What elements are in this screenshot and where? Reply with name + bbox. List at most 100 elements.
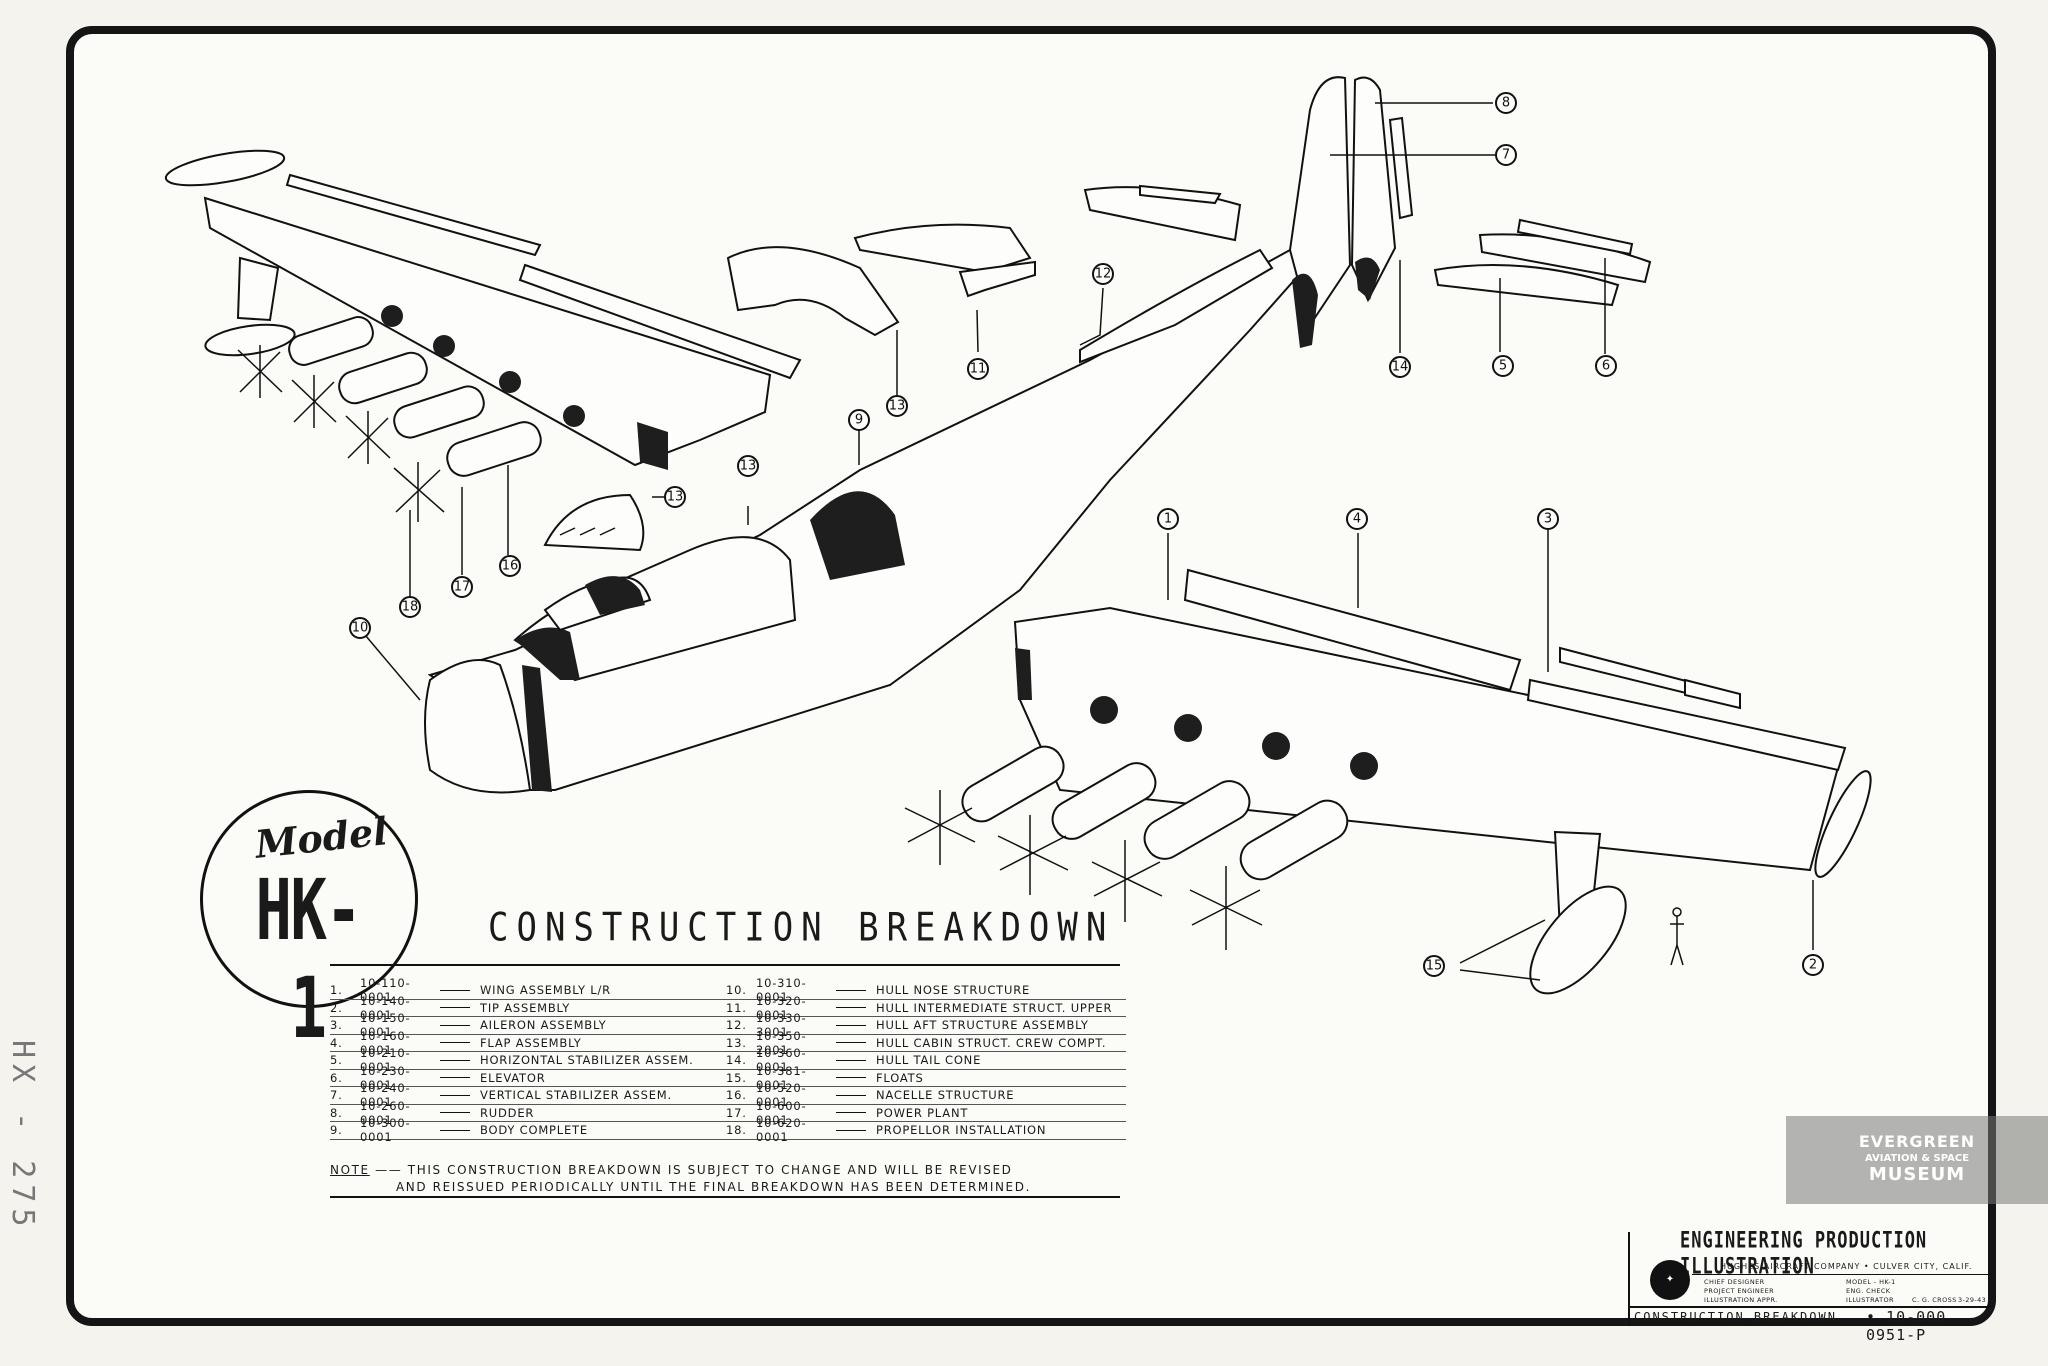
nacelle-opening [1090,696,1118,724]
part-num: 5. [330,1053,343,1068]
svg-text:3: 3 [1544,512,1552,527]
part-code: 10-600-0001 [756,1098,807,1127]
svg-text:17: 17 [454,580,471,595]
vertical-stabilizer [1288,76,1352,328]
part-num: 7. [330,1088,343,1103]
left-wing [203,196,772,467]
right-wing-tip [1814,770,1872,878]
breakdown-title: CONSTRUCTION BREAKDOWN [488,905,1115,951]
svg-text:12: 12 [1095,267,1112,282]
left-stabilizer-tabs [1139,184,1222,205]
part-desc: FLOATS [876,1070,924,1085]
part-leader-line [440,1112,470,1114]
part-desc: HULL TAIL CONE [876,1053,982,1068]
part-leader-line [440,1094,470,1096]
nacelle-opening [1262,732,1290,760]
note-dash: —— [375,1163,408,1177]
part-code: 10-520-0001 [756,1081,807,1110]
tail-cone-shade-2 [1355,257,1380,300]
part-num: 10. [726,983,747,998]
part-num: 14. [726,1053,747,1068]
hull-frame-shade [810,491,905,580]
part-leader-line [440,1129,470,1131]
field-project: PROJECT ENGINEER [1704,1287,1775,1295]
part-num: 4. [330,1035,343,1050]
nacelle-opening [563,405,585,427]
nacelle-opening [1174,714,1202,742]
callout-6: 6 [1595,355,1617,377]
part-desc: HULL AFT STRUCTURE ASSEMBLY [876,1018,1089,1033]
part-leader-line [836,1007,866,1009]
field-illustrator: ILLUSTRATOR [1846,1296,1894,1304]
svg-text:8: 8 [1502,96,1510,111]
svg-text:4: 4 [1353,512,1361,527]
title-block-heading: ENGINEERING PRODUCTION ILLUSTRATION [1680,1228,1928,1280]
right-aileron-tab2 [1684,678,1741,710]
model-badge: Model HK-1 [200,790,418,1057]
part-code: 10-620-0001 [756,1116,807,1145]
right-float [1529,885,1627,995]
part-leader-line [440,1024,470,1026]
callout-18: 18 [399,596,421,618]
canopy-windows [559,527,616,536]
cockpit-canopy [543,493,645,552]
field-check: ENG. CHECK [1846,1287,1891,1295]
left-float [204,323,296,357]
hull-nose [424,659,532,794]
part-desc: HULL INTERMEDIATE STRUCT. UPPER [876,1000,1113,1015]
part-desc: BODY COMPLETE [480,1123,588,1138]
callout-3: 3 [1537,508,1559,530]
svg-text:1: 1 [1164,512,1172,527]
callout-12: 12 [1092,263,1114,285]
part-code: 10-210-0001 [360,1046,411,1075]
drawing-date: 3-29-43 [1958,1296,1987,1304]
leader-lines [359,102,1814,981]
svg-text:2: 2 [1809,958,1817,973]
callout-5: 5 [1492,355,1514,377]
part-code: 10-350-2001 [756,1028,807,1057]
callout-2: 2 [1802,954,1824,976]
callout-labels: 8 7 14 5 6 12 11 13 9 13 13 10 16 17 18 … [349,92,1824,977]
part-leader-line [836,1112,866,1114]
right-wing-root-shade [1015,648,1032,700]
part-code: 10-240-0001 [360,1081,411,1110]
right-propellers [904,790,1263,950]
model-script-label: Model [253,808,390,867]
museum-logo-line-3: MUSEUM [1868,1164,1966,1185]
left-wing-tip [164,149,286,187]
field-model: MODEL - HK-1 [1846,1278,1896,1286]
tail-cone-shade [1292,273,1318,348]
left-engines [288,316,542,477]
part-desc: NACELLE STRUCTURE [876,1088,1015,1103]
right-aileron-tabs [1559,646,1691,696]
right-flap [1183,568,1522,692]
part-code: 10-150-0001 [360,1011,411,1040]
svg-text:13: 13 [889,399,906,414]
note-text-2: AND REISSUED PERIODICALLY UNTIL THE FINA… [396,1180,1031,1194]
left-aileron [518,263,802,380]
part-desc: ELEVATOR [480,1070,546,1085]
part-num: 9. [330,1123,343,1138]
callout-4: 4 [1346,508,1368,530]
callout-17: 17 [451,576,473,598]
left-flap [285,173,542,257]
callout-13-upper: 13 [886,395,908,417]
part-code: 10-310-0001 [756,976,807,1005]
part-code: 10-160-0001 [360,1028,411,1057]
part-code: 10-330-3001 [756,1011,807,1040]
part-num: 8. [330,1105,343,1120]
svg-text:16: 16 [502,559,519,574]
